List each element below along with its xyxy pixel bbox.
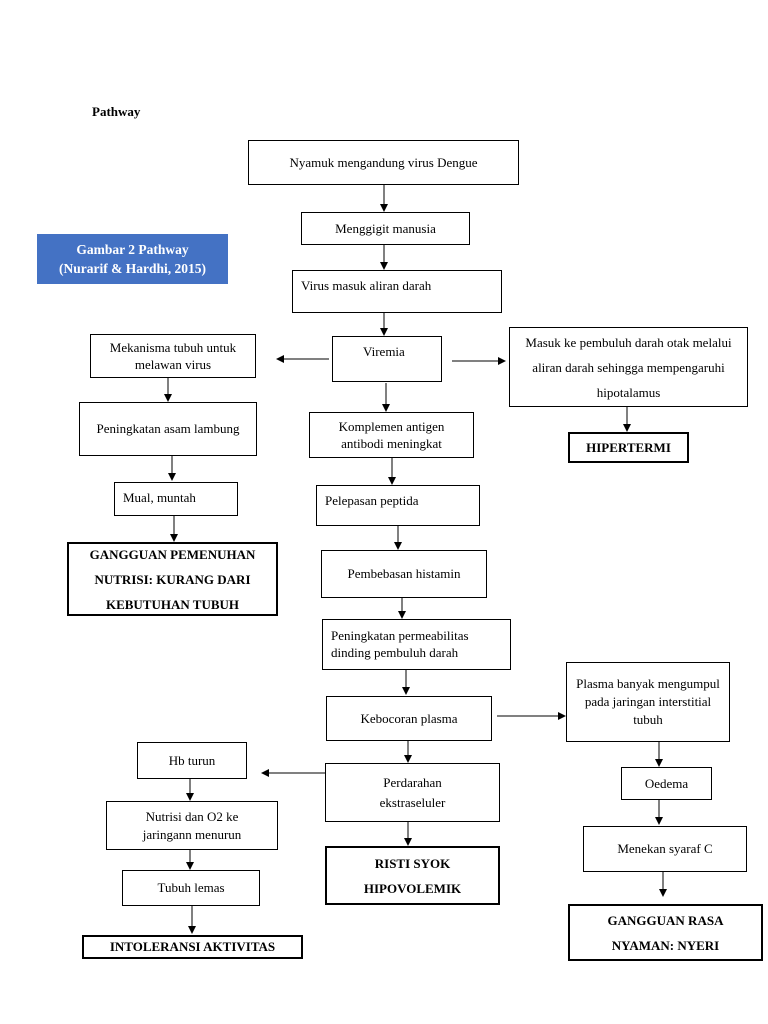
node-gangguan-nutrisi: GANGGUAN PEMENUHAN NUTRISI: KURANG DARI … [67, 542, 278, 616]
node-nutrisi-o2: Nutrisi dan O2 ke jaringann menurun [106, 801, 278, 850]
node-peningkatan-asam: Peningkatan asam lambung [79, 402, 257, 456]
node-kebocoran: Kebocoran plasma [326, 696, 492, 741]
node-hipertermi: HIPERTERMI [568, 432, 689, 463]
node-gangguan-nyaman: GANGGUAN RASA NYAMAN: NYERI [568, 904, 763, 961]
node-hb: Hb turun [137, 742, 247, 779]
node-menekan: Menekan syaraf C [583, 826, 747, 872]
node-nyamuk: Nyamuk mengandung virus Dengue [248, 140, 519, 185]
node-intoleransi: INTOLERANSI AKTIVITAS [82, 935, 303, 959]
node-pelepasan: Pelepasan peptida [316, 485, 480, 526]
node-plasma-banyak: Plasma banyak mengumpul pada jaringan in… [566, 662, 730, 742]
node-masuk-pembuluh: Masuk ke pembuluh darah otak melalui ali… [509, 327, 748, 407]
node-risti: RISTI SYOK HIPOVOLEMIK [325, 846, 500, 905]
node-oedema: Oedema [621, 767, 712, 800]
caption-source: (Nurarif & Hardhi, 2015) [59, 261, 206, 276]
node-viremia: Viremia [332, 336, 442, 382]
node-perdarahan: Perdarahan ekstraseluler [325, 763, 500, 822]
node-komplemen: Komplemen antigen antibodi meningkat [309, 412, 474, 458]
node-mekanisma: Mekanisma tubuh untuk melawan virus [90, 334, 256, 378]
figure-caption: Gambar 2 Pathway (Nurarif & Hardhi, 2015… [37, 234, 228, 284]
node-permeabilitas: Peningkatan permeabilitas dinding pembul… [322, 619, 511, 670]
page-heading: Pathway [92, 104, 141, 119]
node-tubuh-lemas: Tubuh lemas [122, 870, 260, 906]
caption-title: Gambar 2 Pathway [76, 242, 189, 257]
node-pembebasan: Pembebasan histamin [321, 550, 487, 598]
node-menggigit: Menggigit manusia [301, 212, 470, 245]
node-virus-masuk: Virus masuk aliran darah [292, 270, 502, 313]
node-mual: Mual, muntah [114, 482, 238, 516]
